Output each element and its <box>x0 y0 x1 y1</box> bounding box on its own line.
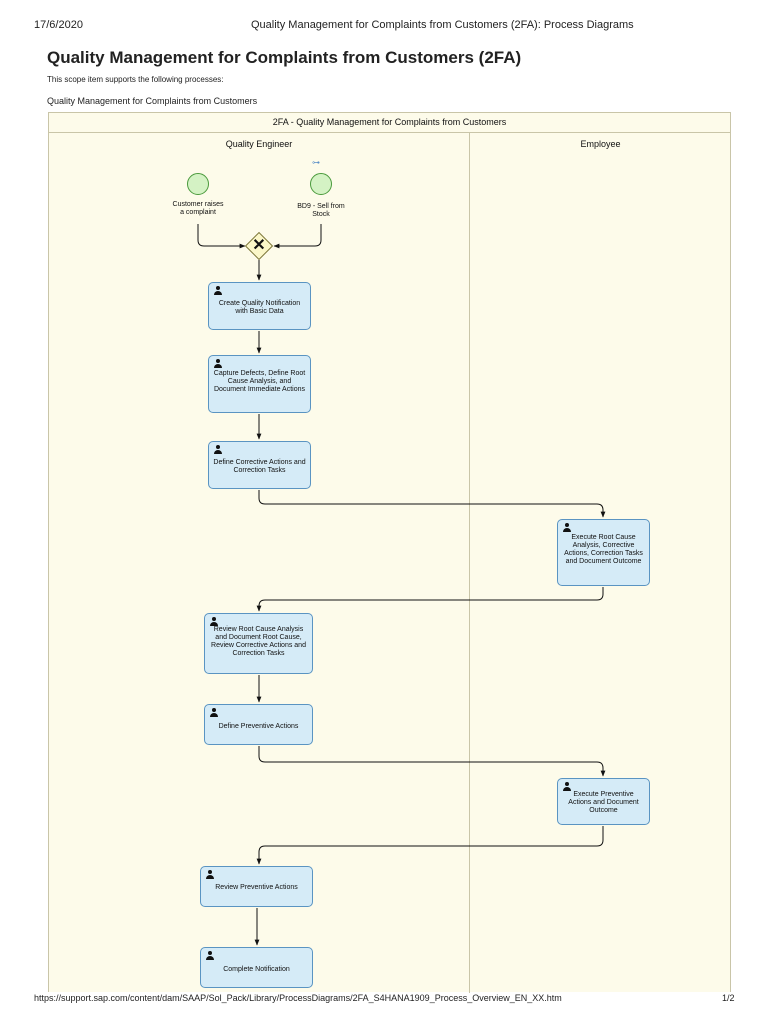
start-event-bd9-sell-from-stock[interactable] <box>310 173 332 195</box>
task-label: Complete Notification <box>223 966 290 973</box>
task-label: Execute Preventive Actions and Document … <box>568 791 639 814</box>
user-icon <box>214 445 222 454</box>
gateway-x-icon: ✕ <box>252 237 266 254</box>
start-event-customer-complaint[interactable] <box>187 173 209 195</box>
print-date: 17/6/2020 <box>34 19 83 31</box>
diagram-label: Quality Management for Complaints from C… <box>47 96 258 106</box>
lane-employee: Employee <box>580 139 621 149</box>
intro-text: This scope item supports the following p… <box>47 75 224 84</box>
user-icon <box>210 708 218 717</box>
task-label: Create Quality Notification with Basic D… <box>218 300 301 315</box>
task-capture-defects[interactable]: Capture Defects, Define Root Cause Analy… <box>208 355 311 413</box>
user-icon <box>214 286 222 295</box>
user-icon <box>563 523 571 532</box>
task-review-root-cause-analysis[interactable]: Review Root Cause Analysis and Document … <box>204 613 313 674</box>
print-header-title: Quality Management for Complaints from C… <box>251 19 634 31</box>
task-complete-notification[interactable]: Complete Notification <box>200 947 313 988</box>
user-icon <box>563 782 571 791</box>
lane-divider <box>469 133 470 993</box>
user-icon <box>214 359 222 368</box>
user-icon <box>206 951 214 960</box>
page-number: 1/2 <box>722 993 735 1003</box>
page-title: Quality Management for Complaints from C… <box>47 48 522 67</box>
task-define-corrective-actions[interactable]: Define Corrective Actions and Correction… <box>208 441 311 489</box>
task-label: Capture Defects, Define Root Cause Analy… <box>213 370 306 393</box>
task-label: Define Corrective Actions and Correction… <box>213 459 306 474</box>
footer-url[interactable]: https://support.sap.com/content/dam/SAAP… <box>34 993 562 1003</box>
task-execute-preventive-actions[interactable]: Execute Preventive Actions and Document … <box>557 778 650 825</box>
task-create-quality-notification[interactable]: Create Quality Notification with Basic D… <box>208 282 311 330</box>
task-execute-root-cause-analysis[interactable]: Execute Root Cause Analysis, Corrective … <box>557 519 650 586</box>
task-label: Review Root Cause Analysis and Document … <box>211 626 306 657</box>
start-event-bd9-label: BD9 - Sell from Stock <box>297 203 345 218</box>
task-label: Define Preventive Actions <box>218 723 299 730</box>
pool-title: 2FA - Quality Management for Complaints … <box>49 113 730 133</box>
user-icon <box>206 870 214 879</box>
task-review-preventive-actions[interactable]: Review Preventive Actions <box>200 866 313 907</box>
task-define-preventive-actions[interactable]: Define Preventive Actions <box>204 704 313 745</box>
task-label: Review Preventive Actions <box>215 884 298 891</box>
lane-quality-engineer: Quality Engineer <box>225 139 293 149</box>
task-label: Execute Root Cause Analysis, Corrective … <box>564 534 643 565</box>
user-icon <box>210 617 218 626</box>
start-event-customer-complaint-label: Customer raises a complaint <box>172 201 224 216</box>
link-icon[interactable]: ⊶ <box>312 158 320 167</box>
